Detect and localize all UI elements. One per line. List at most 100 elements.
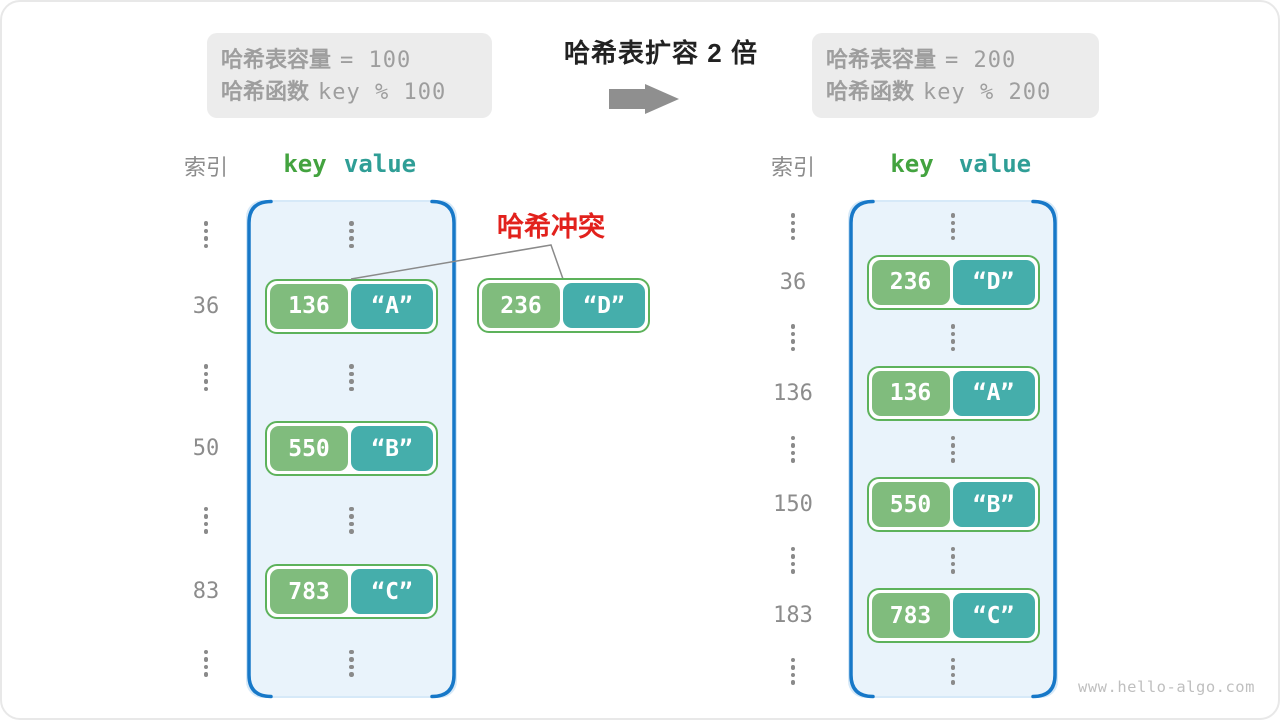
index-label: 183 <box>739 603 847 628</box>
pair-area <box>245 221 458 248</box>
pair-area: 136“A” <box>847 366 1059 421</box>
ellipsis-dots-icon <box>204 507 209 534</box>
capacity-line: 哈希表容量= 100 <box>221 44 478 76</box>
value-cell: “C” <box>351 569 433 614</box>
bucket-row: 150 550“B” <box>739 477 1059 533</box>
value-cell: “D” <box>953 260 1035 305</box>
capacity-label: 哈希表容量 <box>826 47 936 72</box>
pair-area: 783“C” <box>847 588 1059 643</box>
expand-title: 哈希表扩容 2 倍 <box>564 33 758 70</box>
index-label: 36 <box>167 294 245 319</box>
ellipsis-dots-icon <box>349 221 354 248</box>
index-label <box>167 221 245 248</box>
ellipsis-dots-icon <box>204 364 209 391</box>
ellipsis-dots-icon <box>951 324 956 351</box>
key-value-pair: 783“C” <box>867 588 1040 643</box>
hash-function-line: 哈希函数 key % 200 <box>826 76 1085 108</box>
ellipsis-dots-icon <box>951 658 956 685</box>
ellipsis-row <box>739 532 1059 588</box>
ellipsis-dots-icon <box>951 213 956 240</box>
value-header: value <box>959 150 1031 178</box>
ellipsis-row <box>739 310 1059 366</box>
ellipsis-dots-icon <box>791 547 796 574</box>
index-label <box>167 507 245 534</box>
key-cell: 136 <box>872 371 950 416</box>
index-label: 136 <box>739 381 847 406</box>
pair-area <box>245 650 458 677</box>
hash-function-value: key % 100 <box>318 80 446 105</box>
watermark: www.hello-algo.com <box>1078 678 1255 696</box>
ellipsis-dots-icon <box>951 547 956 574</box>
capacity-value: = 200 <box>945 48 1016 73</box>
pair-area <box>245 364 458 391</box>
value-cell: “B” <box>953 482 1035 527</box>
index-label: 50 <box>167 436 245 461</box>
key-value-pair: 550“B” <box>867 477 1040 532</box>
pair-area <box>847 547 1059 574</box>
index-label: 150 <box>739 492 847 517</box>
pair-area <box>847 324 1059 351</box>
value-cell: “B” <box>351 426 433 471</box>
pair-area <box>245 507 458 534</box>
ellipsis-row <box>167 628 458 699</box>
ellipsis-dots-icon <box>349 650 354 677</box>
pair-area <box>847 213 1059 240</box>
hash-function-value: key % 200 <box>923 80 1051 105</box>
ellipsis-dots-icon <box>204 221 209 248</box>
key-value-pair: 783“C” <box>265 564 438 619</box>
table-rows: 36 136“A” 50 550“B” 83 783“C” <box>167 199 458 699</box>
key-value-pair: 236“D” <box>477 278 650 333</box>
key-cell: 783 <box>872 593 950 638</box>
index-label <box>167 650 245 677</box>
ellipsis-row <box>167 342 458 413</box>
table-header: 索引 key value <box>167 150 458 180</box>
pair-area: 236“D” <box>847 255 1059 310</box>
key-value-pair: 550“B” <box>265 421 438 476</box>
bucket-row: 183 783“C” <box>739 588 1059 644</box>
index-label <box>167 364 245 391</box>
index-label: 83 <box>167 579 245 604</box>
capacity-line: 哈希表容量 = 200 <box>826 44 1085 76</box>
key-cell: 550 <box>270 426 348 471</box>
key-value-pair: 136“A” <box>265 279 438 334</box>
pair-area: 550“B” <box>245 421 458 476</box>
ellipsis-dots-icon <box>791 213 796 240</box>
ellipsis-dots-icon <box>349 364 354 391</box>
key-cell: 550 <box>872 482 950 527</box>
ellipsis-row <box>739 421 1059 477</box>
ellipsis-dots-icon <box>791 324 796 351</box>
index-label <box>739 658 847 685</box>
hash-function-label: 哈希函数 <box>826 79 914 104</box>
ellipsis-row <box>167 199 458 270</box>
ellipsis-dots-icon <box>791 436 796 463</box>
pair-area <box>847 436 1059 463</box>
value-header: value <box>344 150 416 178</box>
index-header: 索引 <box>167 150 245 182</box>
key-header: key <box>890 150 933 178</box>
index-label <box>739 213 847 240</box>
right-arrow-icon <box>609 84 679 114</box>
pair-area: 136“A” <box>245 279 458 334</box>
bucket-row: 50 550“B” <box>167 413 458 484</box>
ellipsis-row <box>739 644 1059 700</box>
value-cell: “A” <box>953 371 1035 416</box>
pair-area <box>847 658 1059 685</box>
value-cell: “C” <box>953 593 1035 638</box>
key-cell: 136 <box>270 284 348 329</box>
bucket-row: 36 136“A” <box>167 270 458 341</box>
capacity-label: 哈希表容量 <box>221 47 331 72</box>
ellipsis-row <box>167 485 458 556</box>
ellipsis-row <box>739 199 1059 255</box>
bucket-row: 83 783“C” <box>167 556 458 627</box>
conflict-pair-slot: 236“D” <box>477 278 650 333</box>
pair-area: 550“B” <box>847 477 1059 532</box>
index-label: 36 <box>739 270 847 295</box>
